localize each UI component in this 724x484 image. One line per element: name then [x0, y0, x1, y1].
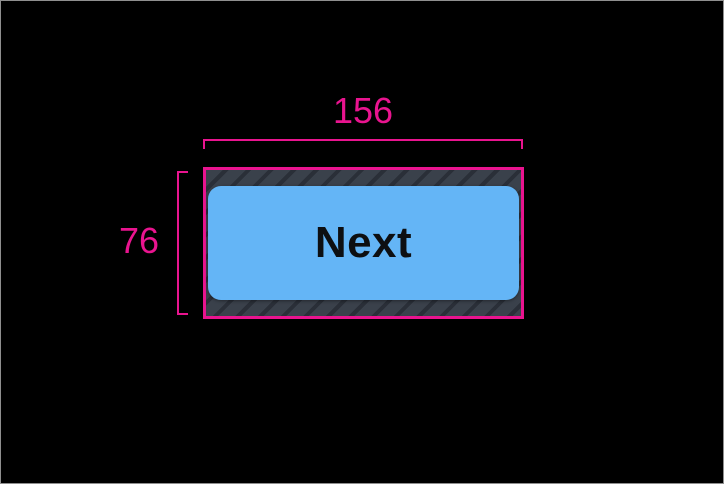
next-button[interactable]: Next [208, 186, 519, 300]
next-button-label: Next [314, 218, 413, 267]
height-dimension-bracket [177, 171, 188, 315]
width-dimension-bracket [203, 139, 523, 149]
touch-target-area[interactable]: Next [203, 167, 524, 319]
height-dimension-label: 76 [118, 220, 160, 261]
width-dimension-label: 156 [332, 90, 394, 131]
